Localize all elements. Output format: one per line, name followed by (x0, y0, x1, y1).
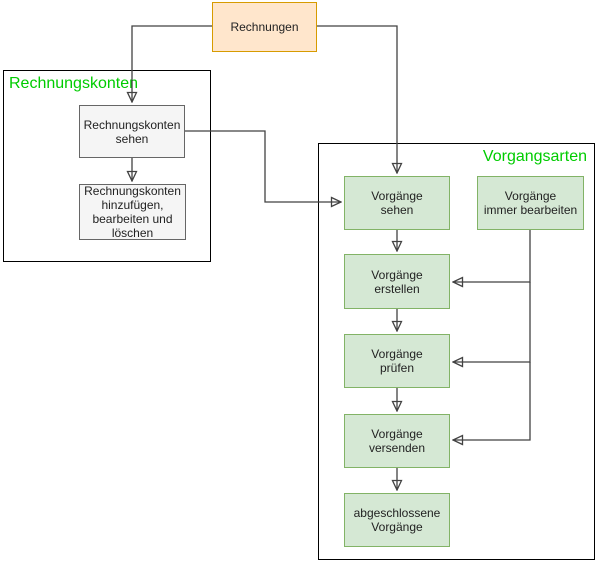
node-rechnungskonten-sehen: Rechnungskonten sehen (79, 105, 185, 158)
node-rechnungen: Rechnungen (212, 2, 317, 52)
node-vorgaenge-erstellen: Vorgänge erstellen (344, 254, 450, 309)
node-vorgaenge-pruefen: Vorgänge prüfen (344, 334, 450, 388)
node-vorgaenge-sehen: Vorgänge sehen (344, 176, 450, 230)
node-rechnungskonten-verwalten: Rechnungskonten hinzufügen, bearbeiten u… (79, 184, 186, 240)
group-title-vorgangsarten: Vorgangsarten (482, 148, 587, 165)
node-vorgaenge-immer-bearbeiten: Vorgänge immer bearbeiten (477, 176, 584, 230)
node-vorgaenge-versenden: Vorgänge versenden (344, 414, 450, 468)
node-abgeschlossene-vorgaenge: abgeschlossene Vorgänge (344, 493, 450, 547)
group-title-rechnungskonten: Rechnungskonten (9, 75, 138, 92)
